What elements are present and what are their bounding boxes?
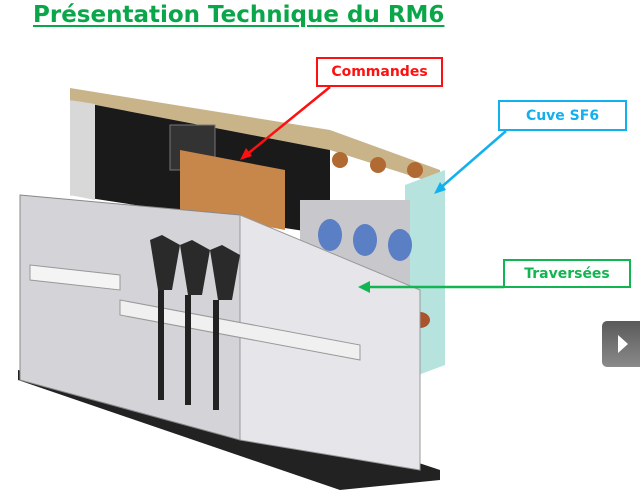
commandes-label: Commandes bbox=[316, 57, 443, 87]
slide-title: Présentation Technique du RM6 bbox=[33, 2, 445, 28]
play-arrow-icon bbox=[618, 335, 628, 353]
control-mechanism bbox=[180, 150, 285, 230]
cuve-sf6-label: Cuve SF6 bbox=[498, 100, 627, 131]
top-rail bbox=[70, 88, 440, 185]
insulators bbox=[318, 219, 412, 261]
next-slide-button[interactable] bbox=[602, 321, 640, 367]
cuve-pointer bbox=[437, 130, 507, 191]
traversees-label: Traversées bbox=[503, 259, 631, 288]
commandes-pointer bbox=[244, 86, 331, 157]
cable-terminations bbox=[150, 235, 240, 410]
